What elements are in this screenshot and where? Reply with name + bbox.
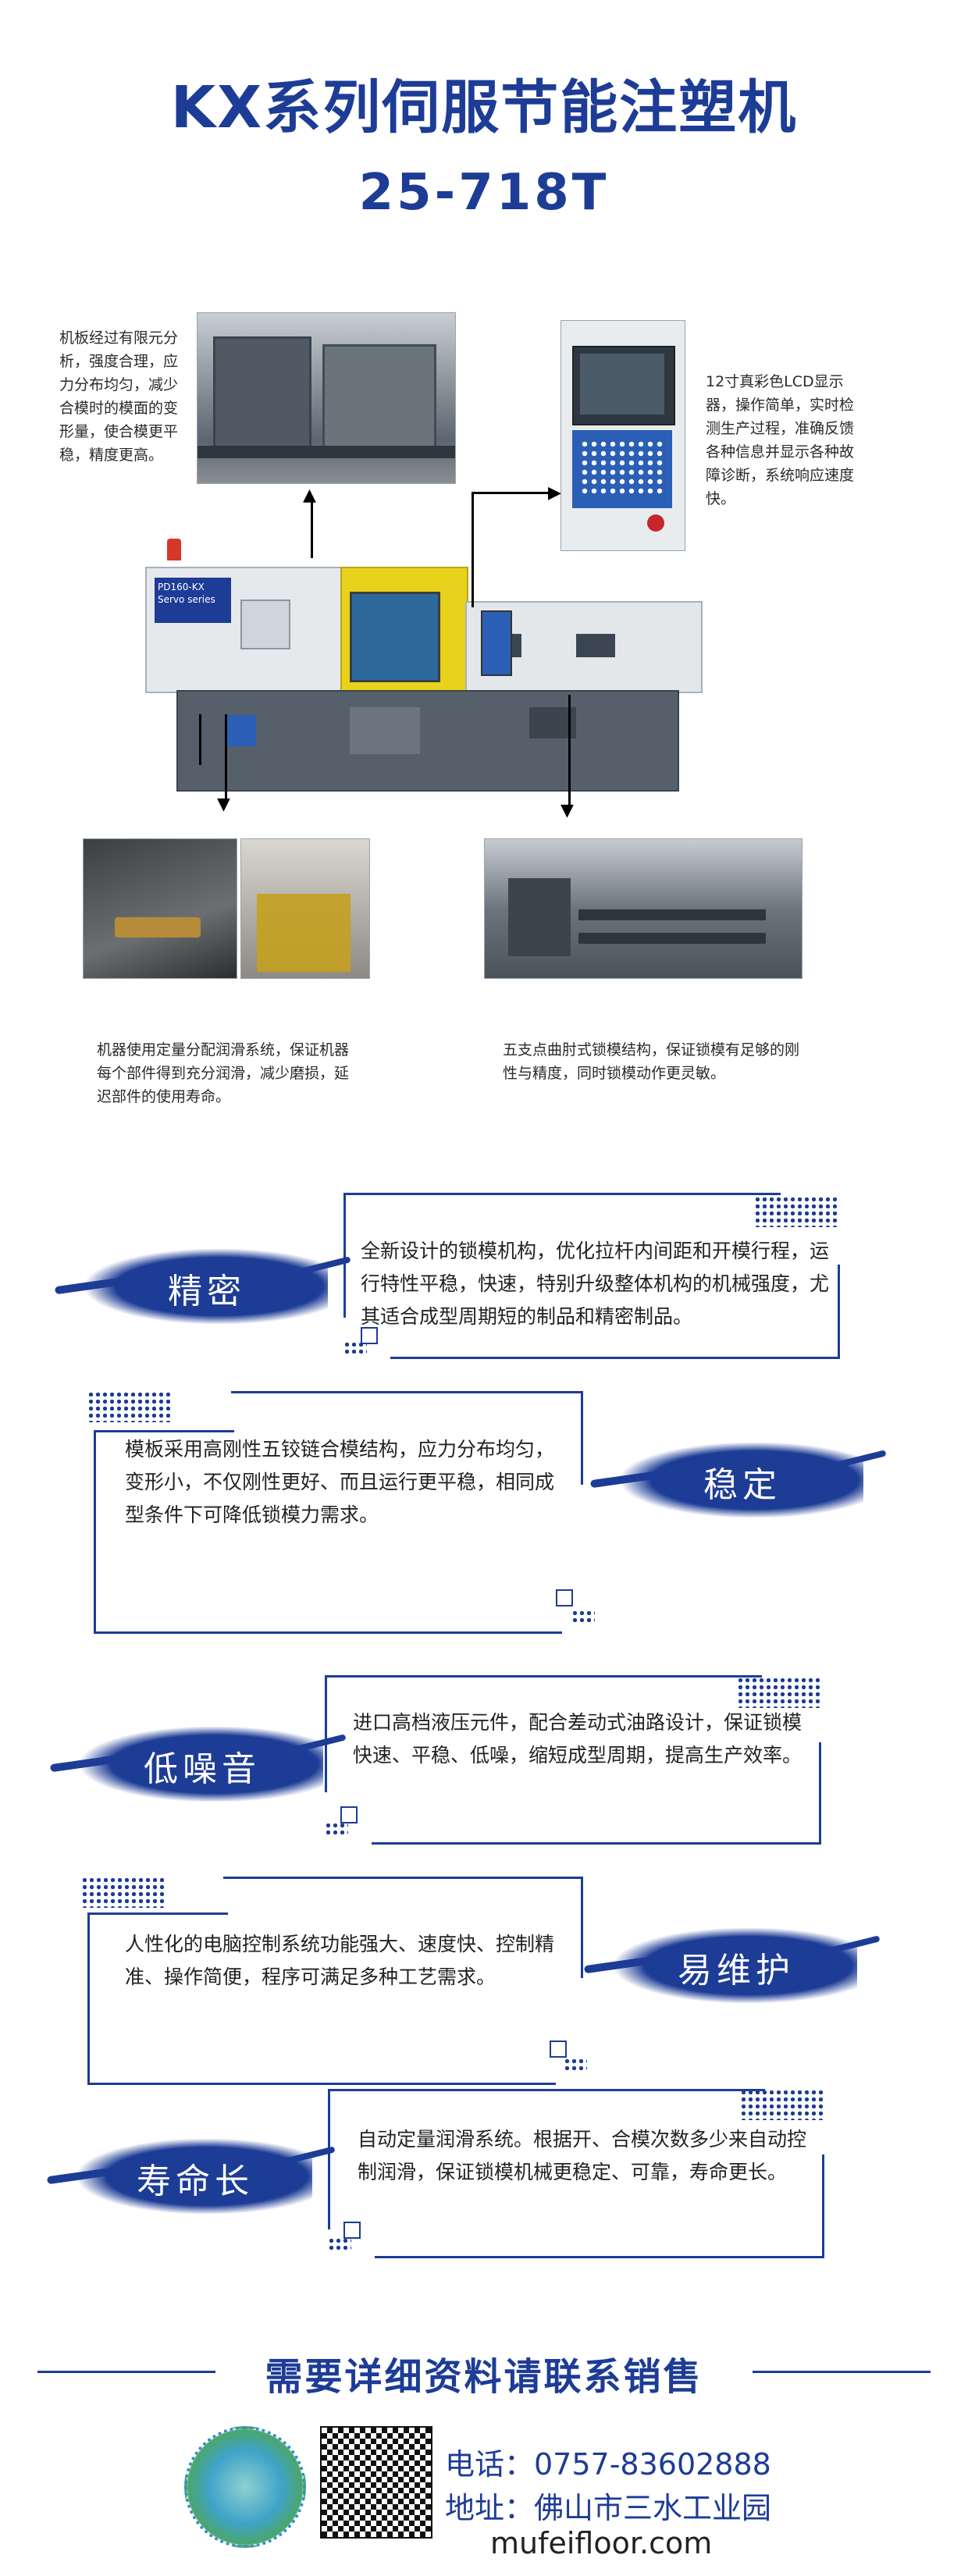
lube-photo-1: [83, 838, 237, 979]
lcd-caption: 12寸真彩色LCD显示器，操作简单，实时检测生产过程，准确反馈各种信息并显示各种…: [706, 373, 855, 507]
feature-label: 稳定: [703, 1465, 781, 1505]
connector-line: [472, 492, 474, 607]
connector-line: [199, 714, 201, 765]
platen-caption: 机板经过有限元分析，强度合理，应力分布均匀，减少合模时的模面的变形量，使合模更平…: [59, 329, 179, 464]
feature-label-badge: 稳定: [621, 1443, 863, 1517]
qr-code-icon: [320, 2426, 432, 2539]
feature-text: 人性化的电脑控制系统功能强大、速度快、控制精准、操作简便，程序可满足多种工艺需求…: [125, 1933, 555, 1988]
feature-label: 低噪音: [144, 1749, 261, 1789]
divider-line: [37, 2371, 215, 2373]
feature-label: 精密: [168, 1272, 246, 1311]
model-range: 25-718T: [358, 164, 610, 222]
toggle-photo: [484, 838, 803, 979]
lcd-photo: [561, 320, 685, 551]
feature-label-badge: 低噪音: [81, 1727, 323, 1802]
decor-dots: [740, 2089, 826, 2120]
address: 地址：佛山市三水工业园: [445, 2491, 772, 2525]
feature-label-badge: 精密: [86, 1249, 328, 1324]
lube-caption: 机器使用定量分配润滑系统，保证机器每个部件得到充分润滑，减少磨损，延迟部件的使用…: [97, 1041, 350, 1105]
platen-photo: [197, 312, 456, 484]
toggle-caption: 五支点曲肘式锁模结构，保证锁模有足够的刚性与精度，同时锁模动作更灵敏。: [503, 1041, 800, 1082]
page-title: KX系列伺服节能注塑机: [170, 74, 798, 141]
connector-line: [225, 714, 227, 804]
wechat-qr-icon: [184, 2426, 306, 2548]
feature-label-badge: 寿命长: [78, 2139, 312, 2214]
arrow-up-icon: ▲: [303, 486, 316, 505]
feature-label: 寿命长: [137, 2161, 254, 2201]
decor-dots: [754, 1196, 840, 1227]
decor-dots: [81, 1877, 167, 1908]
machine-illustration: PD160-KX Servo series: [145, 539, 703, 792]
connector-line: [311, 500, 313, 558]
lube-photo-2: [240, 838, 370, 979]
contact-banner: 需要详细资料请联系销售: [265, 2355, 703, 2399]
connector-line: [472, 492, 554, 494]
arrow-down-icon: ▼: [217, 795, 230, 814]
feature-label-badge: 易维护: [615, 1928, 857, 2003]
machine-model-label: PD160-KX: [158, 582, 205, 592]
arrow-down-icon: ▼: [561, 801, 574, 820]
feature-text: 进口高档液压元件，配合差动式油路设计，保证锁模快速、平稳、低噪，缩短成型周期，提…: [353, 1711, 803, 1767]
arrow-right-icon: ▶: [548, 483, 561, 503]
connector-line: [568, 695, 571, 810]
decor-dots: [737, 1677, 823, 1708]
feature-text: 模板采用高刚性五铰链合模结构，应力分布均匀，变形小，不仅刚性更好、而且运行更平稳…: [125, 1438, 555, 1526]
phone-number[interactable]: 电话：0757-83602888: [445, 2447, 771, 2482]
decor-dots: [87, 1391, 173, 1422]
feature-text: 全新设计的锁模机构，优化拉杆内间距和开模行程，运行特性平稳，快速，特别升级整体机…: [361, 1240, 830, 1328]
website-link[interactable]: mufeifloor.com: [490, 2526, 713, 2560]
machine-series-label: Servo series: [158, 594, 215, 605]
divider-line: [753, 2371, 931, 2373]
feature-label: 易维护: [678, 1951, 795, 1991]
feature-text: 自动定量润滑系统。根据开、合模次数多少来自动控制润滑，保证锁模机械更稳定、可靠，…: [358, 2128, 807, 2183]
